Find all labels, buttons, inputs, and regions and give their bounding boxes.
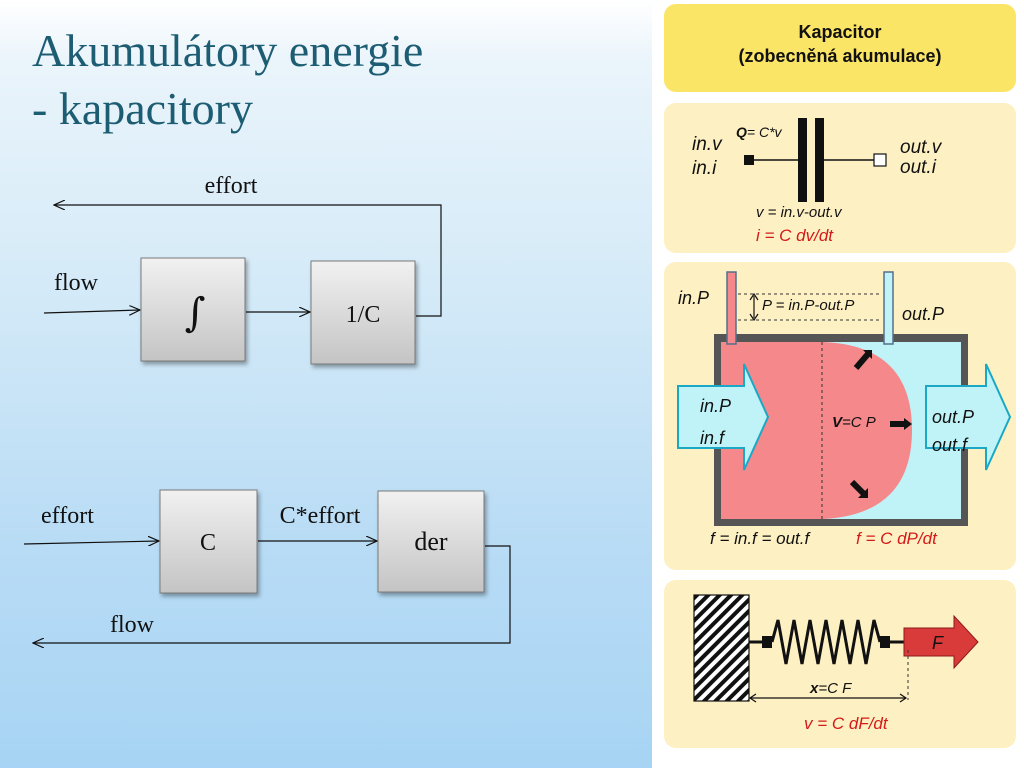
d2-mid-label: C*effort (280, 503, 361, 529)
d2-input-arrow (23, 541, 159, 544)
v-derivative: v = C dF/dt (804, 714, 889, 733)
q-eq: = C*v (747, 124, 783, 140)
slide-title-line1: Akumulátory energie (32, 25, 424, 76)
out-i-label: out.i (900, 157, 937, 178)
out-v-label: out.v (900, 137, 943, 158)
electrical-card: in.v in.i Q= C*v out.v out.i v = in.v-ou… (664, 103, 1016, 253)
x-eq: =C F (818, 680, 852, 697)
v-equation: v = in.v-out.v (756, 204, 843, 221)
svg-text:Q= C*v: Q= C*v (736, 124, 783, 140)
out-p-top-label: out.P (902, 304, 944, 324)
diagram1: ∫ 1/C effort flow (43, 173, 442, 365)
der-block-label: der (414, 527, 448, 556)
f-derivative: f = C dP/dt (856, 529, 938, 548)
spring-system (693, 594, 979, 703)
in-i-label: in.i (692, 158, 717, 179)
out-f-arrow-label: out.f (932, 435, 969, 455)
p-equation: P = in.P-out.P (762, 297, 854, 314)
d2-input-label: effort (41, 503, 94, 529)
in-p-arrow-label: in.P (700, 396, 731, 416)
in-p-top-label: in.P (678, 288, 709, 308)
slide-title-line2: - kapacitory (32, 83, 253, 134)
panel-header-subtitle: (zobecněná akumulace) (738, 46, 942, 66)
diagram2: effort C C*effort der flow (23, 489, 511, 643)
d1-feedback-line (54, 205, 442, 317)
d1-input-label: flow (54, 270, 99, 296)
capacitor-panel: Kapacitor (zobecněná akumulace) in.v in.… (652, 0, 1024, 768)
panel-header: Kapacitor (zobecněná akumulace) (664, 4, 1016, 92)
x-var: x (809, 680, 819, 697)
in-f-arrow-label: in.f (700, 428, 726, 448)
panel-header-title: Kapacitor (798, 22, 882, 42)
v-var: V (832, 414, 844, 431)
slide-title: Akumulátory energie - kapacitory (32, 22, 423, 138)
svg-text:x=C F: x=C F (809, 680, 852, 697)
der-block (377, 490, 485, 593)
in-v-label: in.v (692, 134, 723, 155)
i-equation: i = C dv/dt (756, 226, 834, 245)
f-equation: f = in.f = out.f (710, 529, 812, 548)
hydraulic-card: in.P P = in.P-out.P out.P in.P in.f V=C … (664, 262, 1016, 570)
integrator-block (140, 257, 246, 362)
v-eq: =C P (842, 414, 876, 431)
d1-input-arrow (43, 310, 140, 313)
svg-text:V=C P: V=C P (832, 414, 876, 431)
mechanical-card: F x=C F v = C dF/dt (664, 580, 1016, 748)
out-p-arrow-label: out.P (932, 407, 974, 427)
block-diagrams: ∫ 1/C effort flow effort C C*effort der … (23, 173, 511, 768)
inverse-c-label: 1/C (346, 302, 381, 328)
c-block-label: C (200, 530, 216, 556)
integrator-symbol: ∫ (185, 290, 206, 336)
d2-output-line (33, 545, 511, 643)
d1-feedback-label: effort (205, 173, 258, 199)
force-label: F (932, 633, 944, 653)
hydraulic-tank (677, 271, 1012, 526)
capacitor-symbol (744, 118, 887, 202)
inverse-c-block (310, 260, 416, 365)
q-var: Q (736, 124, 747, 140)
d2-output-label: flow (110, 612, 155, 638)
c-block (159, 489, 258, 594)
